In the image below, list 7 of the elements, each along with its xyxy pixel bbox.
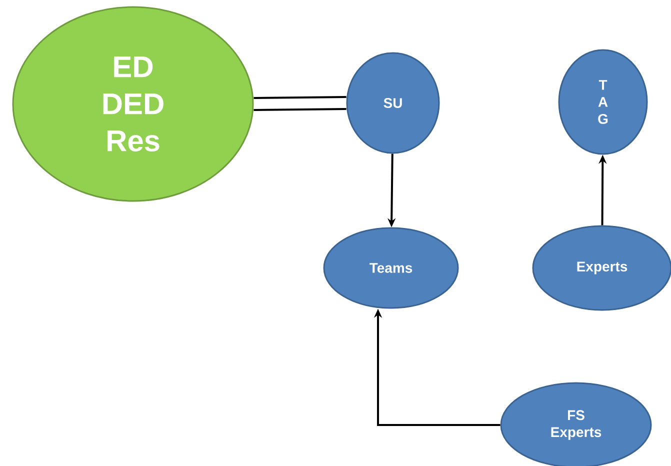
ellipse-node: Teams	[323, 227, 459, 309]
connector	[252, 96, 348, 111]
ellipse-node: ED DED Res	[12, 6, 254, 202]
ellipse-node: T A G	[558, 49, 648, 155]
ellipse-node: Experts	[532, 225, 671, 311]
ellipse-node: FS Experts	[500, 382, 652, 466]
ellipse-node: SU	[346, 52, 440, 154]
